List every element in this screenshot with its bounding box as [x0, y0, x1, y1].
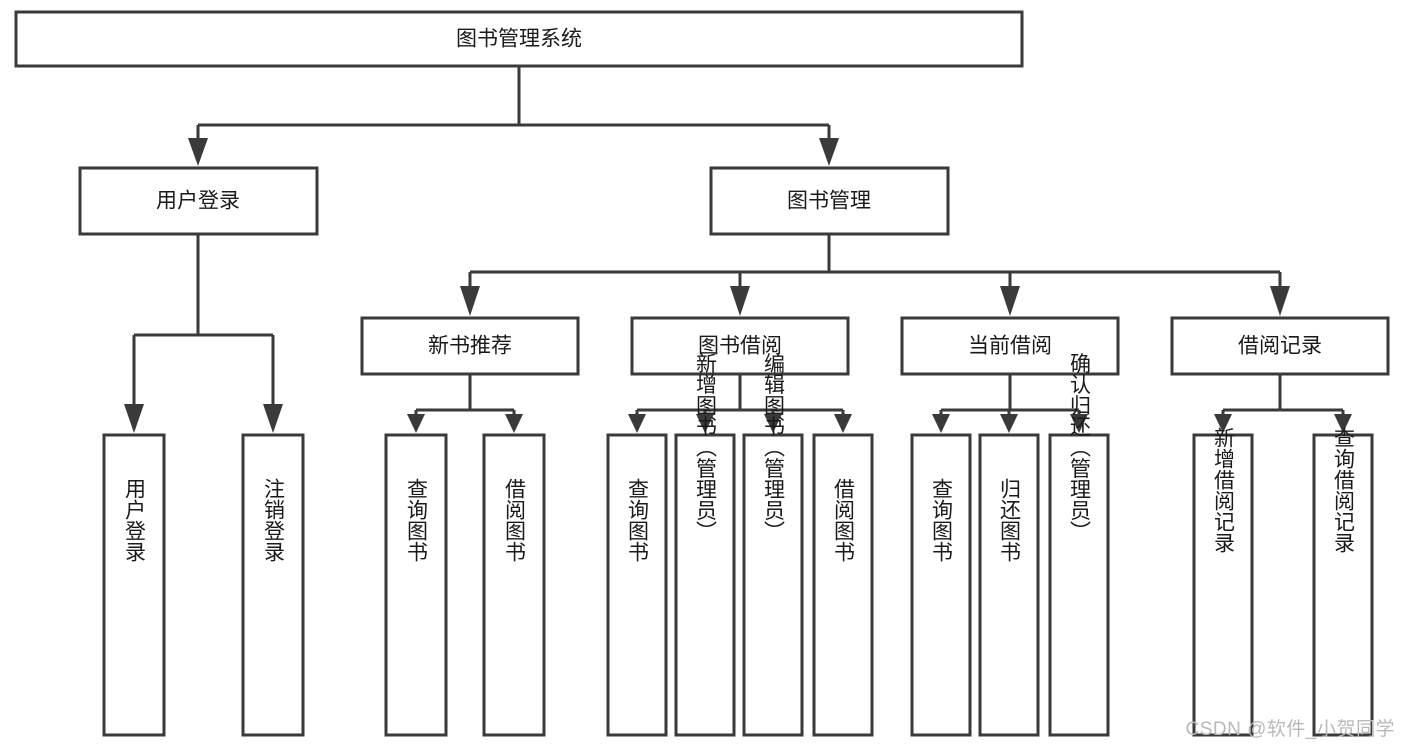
- node-leaf-query-record-label: 查询借阅记录: [1332, 427, 1356, 553]
- node-leaf-query-book-3-label: 查询图书: [930, 478, 954, 562]
- node-leaf-confirm-return-label: 确认归还（管理员）: [1068, 353, 1092, 542]
- node-root-label: 图书管理系统: [456, 28, 582, 51]
- arrow-head-leaf-borrow-book-1: [505, 414, 523, 433]
- node-new-book-rec-box: [360, 316, 580, 376]
- node-leaf-query-record-box: [1312, 433, 1374, 737]
- node-new-book-rec-label: 新书推荐: [428, 335, 512, 358]
- node-current-borrow[interactable]: 当前借阅: [900, 316, 1120, 376]
- node-leaf-user-login-box: [102, 433, 166, 737]
- arrow-head-book-borrow: [730, 286, 750, 316]
- arrow-head-leaf-query-book-2: [628, 414, 646, 433]
- node-leaf-query-book-3[interactable]: 查询图书: [910, 433, 972, 737]
- node-root[interactable]: 图书管理系统: [14, 10, 1024, 68]
- node-leaf-user-logout-box: [241, 433, 305, 737]
- arrow-head-leaf-user-logout: [263, 404, 283, 433]
- node-user-login-label: 用户登录: [156, 190, 240, 213]
- node-leaf-user-login[interactable]: 用户登录: [102, 433, 166, 737]
- node-book-borrow[interactable]: 图书借阅: [630, 316, 850, 376]
- node-leaf-confirm-return[interactable]: 确认归还（管理员）: [1048, 353, 1110, 737]
- csdn-watermark: CSDN @软件_小贺同学: [1185, 719, 1395, 740]
- arrow-head-book-manage: [819, 138, 839, 166]
- arrow-head-leaf-edit-book: [764, 414, 782, 433]
- node-leaf-edit-book[interactable]: 编辑图书（管理员）: [742, 353, 804, 737]
- node-leaf-query-book-2-box: [606, 433, 668, 737]
- arrow-head-leaf-query-record: [1334, 414, 1352, 433]
- arrow-head-leaf-confirm-return: [1070, 414, 1088, 433]
- node-leaf-user-logout[interactable]: 注销登录: [241, 433, 305, 737]
- arrow-head-leaf-add-record: [1214, 414, 1232, 433]
- node-leaf-user-logout-label: 注销登录: [262, 478, 286, 562]
- node-new-book-rec[interactable]: 新书推荐: [360, 316, 580, 376]
- node-leaf-query-book-2[interactable]: 查询图书: [606, 433, 668, 737]
- node-book-manage-box: [709, 166, 950, 236]
- node-leaf-add-record-label: 新增借阅记录: [1212, 427, 1236, 553]
- arrow-head-leaf-add-book: [696, 414, 714, 433]
- node-leaf-return-book-label: 归还图书: [998, 478, 1022, 562]
- node-user-login-box: [78, 166, 319, 236]
- node-user-login[interactable]: 用户登录: [78, 166, 319, 236]
- node-leaf-add-book[interactable]: 新增图书（管理员）: [674, 353, 736, 737]
- arrow-head-leaf-query-book-1: [407, 414, 425, 433]
- node-leaf-query-record[interactable]: 查询借阅记录: [1312, 427, 1374, 737]
- node-leaf-borrow-book-1-box: [482, 433, 546, 737]
- arrow-head-user-login: [188, 138, 208, 166]
- node-borrow-record-box: [1170, 316, 1390, 376]
- node-book-borrow-box: [630, 316, 850, 376]
- arrow-head-current-borrow: [1000, 286, 1020, 316]
- node-leaf-add-book-box: [674, 433, 736, 737]
- node-leaf-confirm-return-box: [1048, 433, 1110, 737]
- arrow-head-leaf-borrow-book-2: [834, 414, 852, 433]
- node-root-box: [14, 10, 1024, 68]
- node-leaf-borrow-book-2-box: [812, 433, 874, 737]
- node-borrow-record[interactable]: 借阅记录: [1170, 316, 1390, 376]
- connector-edges: [124, 66, 1352, 433]
- node-leaf-add-book-label: 新增图书（管理员）: [694, 353, 718, 542]
- node-leaf-borrow-book-1-label: 借阅图书: [503, 478, 527, 562]
- node-leaf-return-book[interactable]: 归还图书: [978, 433, 1040, 737]
- node-leaf-add-record[interactable]: 新增借阅记录: [1192, 427, 1254, 737]
- arrow-head-new-book-rec: [460, 286, 480, 316]
- node-leaf-query-book-2-label: 查询图书: [626, 478, 650, 562]
- node-book-manage[interactable]: 图书管理: [709, 166, 950, 236]
- node-leaf-borrow-book-2[interactable]: 借阅图书: [812, 433, 874, 737]
- node-current-borrow-label: 当前借阅: [968, 335, 1052, 358]
- node-book-manage-label: 图书管理: [787, 190, 871, 213]
- node-leaf-query-book-3-box: [910, 433, 972, 737]
- node-leaf-edit-book-box: [742, 433, 804, 737]
- arrow-head-borrow-record: [1270, 286, 1290, 316]
- node-leaf-query-book-1-box: [384, 433, 448, 737]
- node-borrow-record-label: 借阅记录: [1238, 335, 1322, 358]
- node-book-borrow-label: 图书借阅: [698, 335, 782, 358]
- node-leaf-user-login-label: 用户登录: [123, 478, 147, 562]
- node-current-borrow-box: [900, 316, 1120, 376]
- node-leaf-borrow-book-1[interactable]: 借阅图书: [482, 433, 546, 737]
- node-leaf-return-book-box: [978, 433, 1040, 737]
- node-leaf-edit-book-label: 编辑图书（管理员）: [762, 353, 786, 542]
- node-leaf-query-book-1[interactable]: 查询图书: [384, 433, 448, 737]
- node-leaf-add-record-box: [1192, 433, 1254, 737]
- arrow-head-leaf-user-login: [124, 404, 144, 433]
- node-leaf-borrow-book-2-label: 借阅图书: [832, 478, 856, 562]
- arrow-head-leaf-query-book-3: [932, 414, 950, 433]
- arrow-head-leaf-return-book: [1000, 414, 1018, 433]
- node-leaf-query-book-1-label: 查询图书: [405, 478, 429, 562]
